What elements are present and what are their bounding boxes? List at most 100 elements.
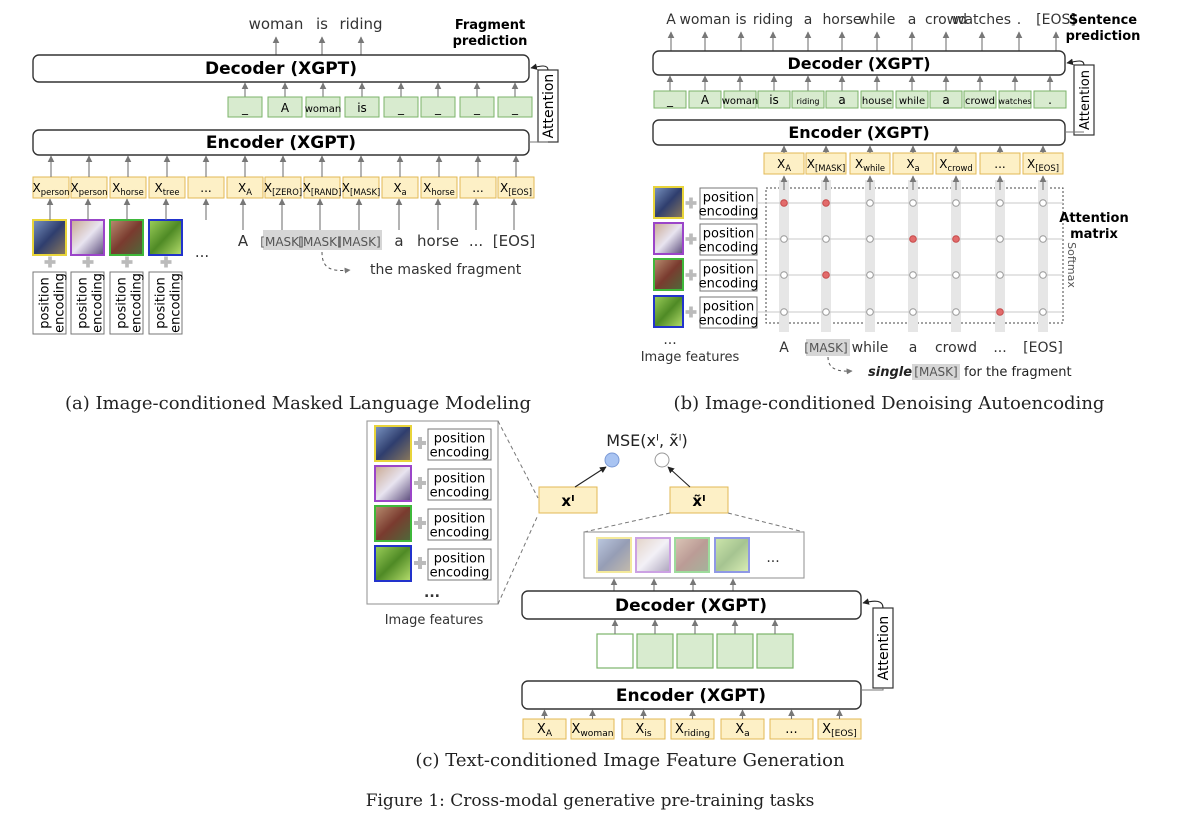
decoder-token-a-box xyxy=(497,96,533,118)
input-word-b: a xyxy=(909,340,918,356)
encoder-token-c-text: Xwoman xyxy=(571,722,613,739)
attention-node xyxy=(1039,199,1047,207)
encoder-token-a-sub: horse xyxy=(120,187,143,197)
attention-column-band xyxy=(951,180,961,332)
position-encoding-b-line1: position xyxy=(703,191,755,206)
plus-icon-a xyxy=(121,256,133,268)
encoder-token-c-sub: [EOS] xyxy=(831,729,857,739)
generated-feature-thumb-photo xyxy=(635,537,671,573)
position-encoding-b-box xyxy=(699,223,758,256)
encoder-token-a-text: X[ZERO] xyxy=(264,181,302,197)
figure-caption: Figure 1: Cross-modal generative pre-tra… xyxy=(366,791,815,811)
decoder-token-a: _ xyxy=(434,101,442,115)
output-word-a: woman xyxy=(249,15,304,33)
attention-arrow-b xyxy=(1066,58,1085,66)
encoder-token-a: X[MASK] xyxy=(342,176,380,199)
output-word-b: riding xyxy=(753,12,793,28)
attention-arrow-a xyxy=(530,63,549,71)
decoder-token-b-box xyxy=(723,90,757,109)
generated-feature-thumb-photo xyxy=(674,537,710,573)
decoder-label-b: Decoder (XGPT) xyxy=(787,54,930,73)
encoder-token-b-text: X[EOS] xyxy=(1027,157,1059,173)
encoder-token-a: Xperson xyxy=(70,176,108,199)
position-encoding-b-line1: position xyxy=(703,263,755,278)
encoder-token-a-base: X xyxy=(238,181,246,195)
encoder-token-a-sub: person xyxy=(79,187,108,197)
encoder-token-c-sub: is xyxy=(644,729,652,739)
xt-feature-box xyxy=(669,486,729,514)
attention-node xyxy=(909,199,917,207)
generated-feature xyxy=(714,537,750,573)
encoder-token-c-text: Xis xyxy=(635,722,651,739)
position-encoding-a-line2: encoding xyxy=(91,273,106,333)
masked-fragment-arrow xyxy=(321,251,351,274)
encoder-token-a-text: X[EOS] xyxy=(500,181,532,197)
output-word-b: a xyxy=(804,12,813,28)
decoder-label-c: Decoder (XGPT) xyxy=(615,596,767,616)
decoder-token-b-box xyxy=(688,90,722,109)
attention-column-band xyxy=(908,180,918,332)
attention-node xyxy=(952,308,960,316)
attention-column-band xyxy=(865,180,875,332)
decoder-token-a: A xyxy=(281,101,290,115)
input-word-b: [EOS] xyxy=(1023,340,1063,356)
encoder-token-b: X[MASK] xyxy=(805,152,847,175)
position-encoding-c-line2: encoding xyxy=(430,526,490,541)
input-word-a: [MASK] xyxy=(260,235,303,249)
generated-ellipsis: ... xyxy=(766,550,779,566)
encoder-token-c: X[EOS] xyxy=(817,718,862,740)
encoder-token-a-text: Xa xyxy=(393,181,406,197)
plus-icon-c xyxy=(414,437,426,449)
position-encoding-a-line1: position xyxy=(115,277,130,329)
decoder-box-a xyxy=(32,54,530,83)
encoder-token-a-base: X xyxy=(33,181,41,195)
attention-label-a: Attention xyxy=(541,74,557,139)
attention-node-active xyxy=(822,199,830,207)
encoder-token-c-base: X xyxy=(571,722,580,737)
sentence-prediction-label-1: Sentence xyxy=(1069,13,1137,28)
encoder-token-b-text: Xwhile xyxy=(855,157,885,173)
output-word-b: . xyxy=(1017,12,1021,28)
decoder-token-a-box xyxy=(459,96,495,118)
encoder-token-c-text: XA xyxy=(537,722,553,739)
attention-node xyxy=(866,271,874,279)
encoder-token-c: Xwoman xyxy=(570,718,615,740)
encoder-label-a: Encoder (XGPT) xyxy=(206,133,356,153)
encoder-token-a: Xhorse xyxy=(109,176,147,199)
input-word-a: ... xyxy=(469,232,483,250)
image-ellipsis-c: ... xyxy=(424,585,440,601)
encoder-token-b-base: X xyxy=(777,157,785,171)
position-encoding-b-line2: encoding xyxy=(699,205,759,220)
position-encoding-a-box xyxy=(32,271,67,335)
output-word-b: is xyxy=(735,12,746,28)
decoder-input-slot xyxy=(716,633,754,669)
plus-icon-a xyxy=(44,256,56,268)
image-thumb-a xyxy=(32,219,67,256)
position-encoding-a-box xyxy=(148,271,183,335)
decoder-token-a-box xyxy=(420,96,456,118)
encoder-token-a-base: ... xyxy=(200,181,211,195)
mask-chip-b xyxy=(806,339,850,356)
encoder-token-a: X[EOS] xyxy=(497,176,535,199)
position-encoding-a-line2: encoding xyxy=(130,273,145,333)
decoder-token-b: riding xyxy=(797,97,820,106)
image-ellipsis-a: ... xyxy=(195,243,209,261)
decoder-input-slot xyxy=(636,633,674,669)
single-word: single xyxy=(868,365,912,380)
image-thumb-b xyxy=(653,295,684,328)
encoder-token-a: X[RAND] xyxy=(303,176,341,199)
mse-node-x xyxy=(604,452,620,468)
gen-zoom-right xyxy=(727,512,805,533)
decoder-label-a: Decoder (XGPT) xyxy=(205,59,357,79)
position-encoding-a-line2: encoding xyxy=(53,273,68,333)
decoder-token-a: _ xyxy=(511,101,519,115)
x-feature-box xyxy=(538,486,598,514)
encoder-token-c-sub: A xyxy=(546,729,553,739)
encoder-token-c-text: X[EOS] xyxy=(822,722,857,739)
